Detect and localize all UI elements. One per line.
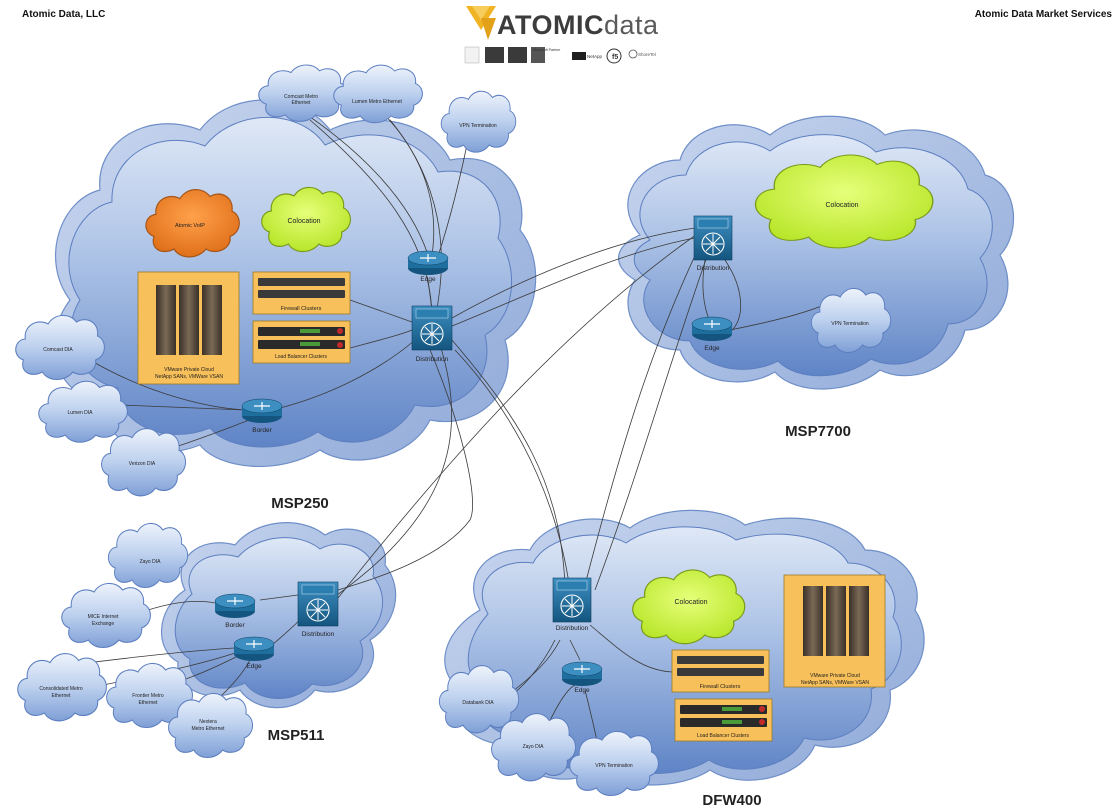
cloud-frontier-line1: Frontier Metro [132, 693, 164, 699]
msp250-firewall-box [252, 271, 351, 315]
cloud-vpn-msp250 [440, 90, 517, 153]
cloud-lumen-metro [333, 64, 423, 124]
cloud-comcast-metro-line1: Comcast Metro [284, 94, 318, 100]
cloud-comcast-metro-line2: Ethernet [292, 100, 312, 106]
cloud-mice-line2: Exchange [92, 621, 114, 627]
msp250-voip-label: Atomic VoIP [175, 223, 205, 229]
msp250-vmware-line1: VMware Private Cloud [164, 367, 214, 373]
dfw400-vmware-line2: NetApp SANs, VMWare VSAN [801, 680, 869, 686]
msp511-edge-label: Edge [246, 663, 262, 670]
cloud-frontier-line2: Ethernet [139, 700, 159, 706]
dfw400-distribution-label: Distribution [556, 625, 589, 632]
msp511-distribution-label: Distribution [302, 631, 335, 638]
msp511-border-label: Border [225, 622, 245, 629]
msp250-border-label: Border [252, 427, 272, 434]
cloud-nextera-line1: Nextera [199, 719, 217, 725]
msp511-cloud [160, 522, 397, 709]
cloud-vpn-msp250-label: VPN Termination [459, 123, 497, 129]
labels: MSP250 MSP7700 MSP511 DFW400 Atomic VoIP… [39, 94, 869, 809]
msp250-vmware-line2: NetApp SANs, VMWare VSAN [155, 374, 223, 380]
switch-msp250-distribution [411, 305, 453, 351]
msp7700-vpn-label: VPN Termination [831, 321, 869, 327]
msp7700-colocation-label: Colocation [825, 202, 858, 209]
cloud-zayo-msp511-label: Zayo DIA [140, 559, 162, 565]
cloud-mice-line1: MICE Internet [88, 614, 119, 620]
router-msp511-border [214, 593, 256, 618]
dfw400-firewall-box [671, 649, 770, 693]
dfw400-loadbalancer-box [674, 698, 773, 742]
dfw400-label: DFW400 [702, 792, 761, 809]
logo-light-text: data [604, 10, 659, 40]
dfw400-vmware-line1: VMware Private Cloud [810, 673, 860, 679]
dfw400-colocation-label: Colocation [674, 599, 707, 606]
msp511-label: MSP511 [268, 727, 325, 744]
logo-bold-text: ATOMIC [497, 10, 604, 40]
cloud-vpn-dfw-label: VPN Termination [595, 763, 633, 769]
msp7700-label: MSP7700 [785, 423, 851, 440]
cloud-comcast-dia-label: Comcast DIA [43, 347, 73, 353]
router-dfw400-edge [561, 661, 603, 686]
division-name: Atomic Data Market Services [974, 9, 1112, 20]
partner-badges [464, 46, 638, 64]
partner-microsoft-label: Microsoft Partner [533, 48, 561, 52]
atomic-data-logo: ATOMICdata [497, 8, 659, 42]
msp7700-edge-label: Edge [704, 345, 720, 352]
router-msp7700-edge [691, 316, 733, 341]
cloud-consolidated-line2: Ethernet [52, 693, 72, 699]
msp250-colocation-label: Colocation [287, 218, 320, 225]
router-msp250-edge [407, 250, 449, 275]
dfw400-vmware-box [783, 574, 886, 688]
router-msp250-border [241, 398, 283, 423]
cloud-nextera-line2: Metro Ethernet [191, 726, 225, 732]
cloud-lumen-metro-label: Lumen Metro Ethernet [352, 99, 402, 105]
msp250-loadbalancer-box [252, 320, 351, 364]
cloud-consolidated-line1: Consolidated Metro [39, 686, 83, 692]
switch-msp7700-distribution [693, 215, 733, 261]
switch-dfw400-distribution [552, 577, 592, 623]
switch-msp511-distribution [297, 581, 339, 627]
dfw400-loadbalancer-label: Load Balancer Clusters [697, 733, 749, 739]
dfw400-firewall-label: Firewall Clusters [700, 684, 741, 690]
msp250-firewall-label: Firewall Clusters [281, 306, 322, 312]
cloud-lumen-dia-label: Lumen DIA [67, 410, 93, 416]
partner-f5-label: f5 [612, 54, 618, 61]
msp250-edge-label: Edge [420, 276, 436, 283]
cloud-zayo-msp511 [107, 522, 189, 589]
partner-netapp-label: NetApp [587, 54, 603, 59]
company-name: Atomic Data, LLC [22, 9, 106, 20]
cloud-zayo-dfw-label: Zayo DIA [523, 744, 545, 750]
msp250-loadbalancer-label: Load Balancer Clusters [275, 354, 327, 360]
partner-shoretel-label: ShoreTel [638, 52, 656, 57]
cloud-databank-label: Databank DIA [462, 700, 494, 706]
atomic-logo-icon [466, 6, 496, 40]
cloud-verizon-dia-label: Verizon DIA [129, 461, 156, 467]
msp250-distribution-label: Distribution [416, 356, 449, 363]
msp7700-distribution-label: Distribution [697, 265, 730, 272]
msp7700-cloud [617, 115, 1015, 390]
msp250-label: MSP250 [271, 495, 329, 512]
msp250-vmware-box [137, 271, 240, 385]
router-msp511-edge [233, 636, 275, 661]
dfw400-edge-label: Edge [574, 687, 590, 694]
